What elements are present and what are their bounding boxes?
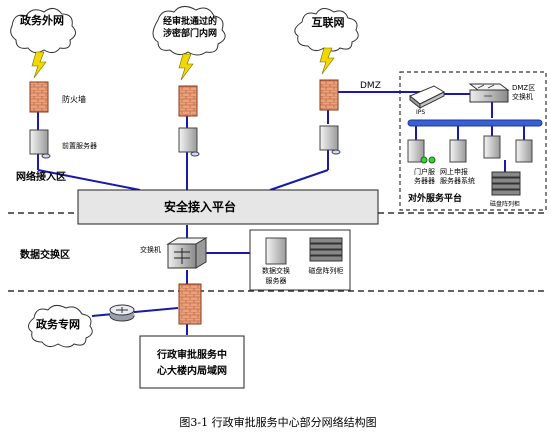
- lan-box: [139, 335, 245, 389]
- security-platform-label: 安全接入平台: [164, 199, 236, 214]
- disk-array-label: 磁盘阵列柜: [309, 266, 344, 275]
- online-declare-label-1: 网上申报: [440, 167, 468, 176]
- ips-label: IPS: [416, 109, 425, 116]
- cloud-label-internet: 互联网: [312, 15, 345, 29]
- switch-icon: [166, 237, 208, 269]
- switch-label: 交换机: [140, 245, 161, 254]
- server-icon: [407, 135, 533, 163]
- disk-array-label-2: 磁盘阵列柜: [490, 200, 520, 208]
- dmz-switch-label-1: DMZ区: [512, 84, 535, 92]
- server-icon: [29, 125, 341, 159]
- data-exchange-zone-label: 数据交换区: [20, 248, 70, 261]
- cloud-gov-extranet: 政务外网: [10, 8, 76, 54]
- data-exchange-server-label-2: 服务器: [266, 276, 287, 285]
- firewall-label: 防火墙: [62, 94, 86, 104]
- status-indicator-icon: [420, 156, 436, 164]
- portal-server-label-1: 门户服: [414, 167, 435, 176]
- disk-array-icon: [491, 171, 521, 196]
- security-access-platform: [77, 189, 379, 225]
- network-access-zone-label: 网络接入区: [16, 170, 66, 183]
- external-platform-label: 对外服务平台: [408, 192, 462, 204]
- online-declare-label-2: 服务器系统: [440, 176, 475, 185]
- disk-array-icon: [309, 237, 343, 262]
- dmz-bus: [407, 119, 543, 127]
- figure-caption: 图3-1 行政审批服务中心部分网络结构图: [179, 415, 376, 429]
- lightning-icon: [31, 47, 335, 81]
- server-icon: [265, 237, 287, 265]
- cloud-label-gov-private: 政务专网: [36, 317, 80, 331]
- cloud-gov-private: 政务专网: [28, 304, 93, 348]
- dmz-switch-icon: [468, 83, 510, 103]
- dmz-label: DMZ: [360, 81, 381, 91]
- cloud-secret-internal: 经审批通过的 涉密部门内网: [152, 6, 226, 56]
- portal-server-label-2: 务器器: [414, 176, 435, 185]
- cloud-label-gov-extranet: 政务外网: [20, 13, 64, 27]
- network-links: [37, 80, 540, 335]
- cloud-label-secret-line2: 涉密部门内网: [163, 27, 217, 39]
- firewall-icon: [29, 79, 339, 325]
- front-server-label: 前置服务器: [62, 141, 97, 150]
- cloud-internet: 互联网: [294, 8, 359, 52]
- dmz-switch-label-2: 交换机: [512, 92, 533, 101]
- data-exchange-server-label-1: 数据交换: [262, 266, 290, 275]
- dmz-zone-box: [399, 71, 547, 211]
- lan-box-label-2: 心大楼内局域网: [157, 364, 227, 377]
- cloud-label-secret-line1: 经审批通过的: [163, 15, 217, 27]
- lan-box-label-1: 行政审批服务中: [156, 348, 227, 361]
- ips-device-icon: [409, 85, 446, 110]
- router-icon: [109, 304, 135, 322]
